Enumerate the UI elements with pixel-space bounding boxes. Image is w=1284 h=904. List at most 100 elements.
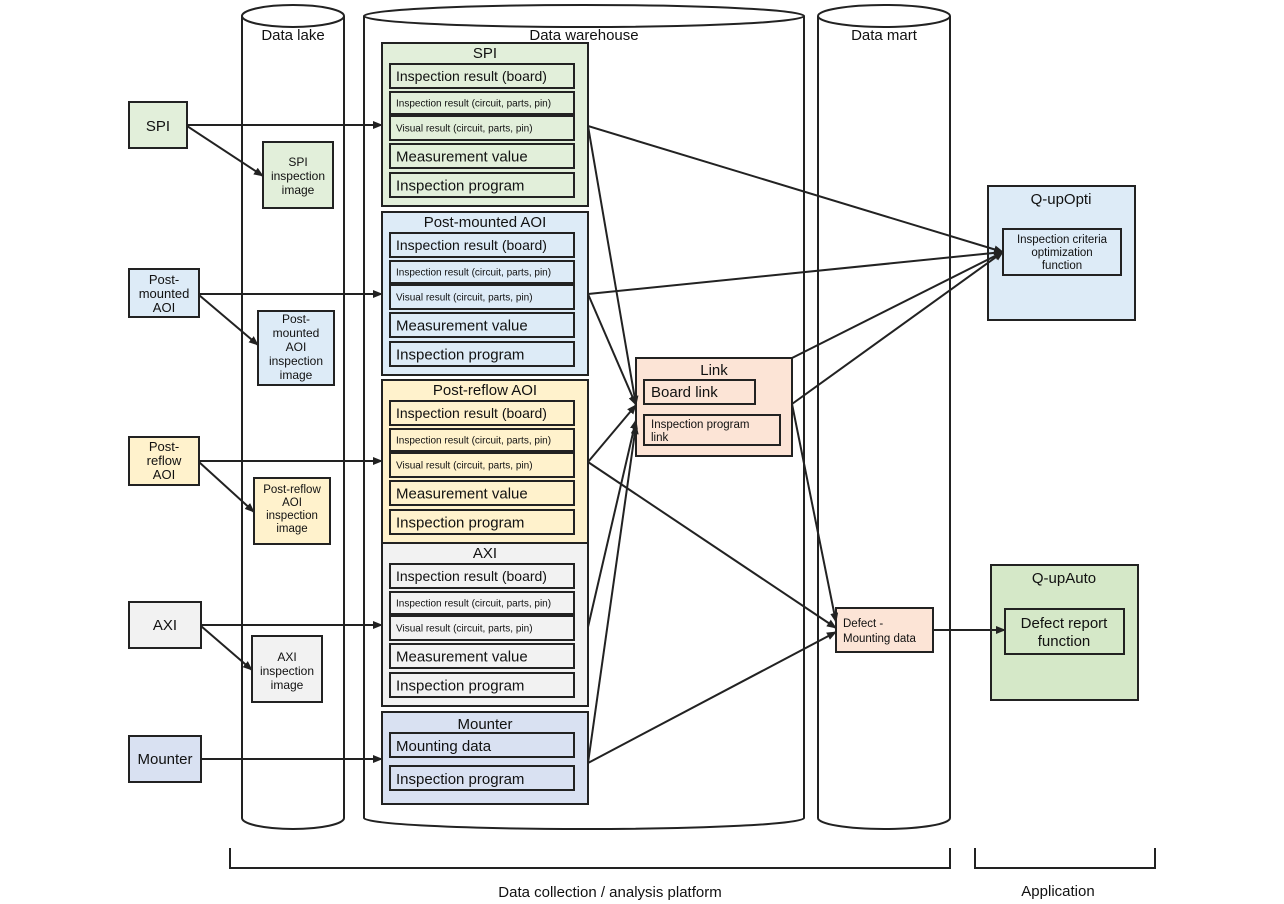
warehouse-axi-title: AXI	[473, 545, 497, 562]
arrow-praoi-to-link	[587, 404, 637, 463]
warehouse-axi-item-5	[389, 672, 575, 698]
warehouse-post-mounted-aoi-item-4-label: Measurement value	[396, 317, 528, 334]
warehouse-post-reflow-aoi-item-1-label: Inspection result (board)	[396, 405, 547, 421]
arrow-axi-to-lake	[200, 625, 253, 671]
source-post-mounted-aoi-label-line-2: mounted	[139, 286, 190, 301]
warehouse-spi-item-1-label: Inspection result (board)	[396, 68, 547, 84]
warehouse-spi-item-2-label: Inspection result (circuit, parts, pin)	[396, 99, 551, 110]
warehouse-spi-item-5-label: Inspection program	[396, 177, 524, 194]
warehouse-post-mounted-aoi-item-3-label: Visual result (circuit, parts, pin)	[396, 293, 533, 304]
warehouse-mounter-item-2-label: Inspection program	[396, 771, 524, 788]
warehouse-axi-item-1	[389, 563, 575, 589]
warehouse-post-reflow-aoi-title: Post-reflow AOI	[433, 382, 537, 399]
app-q-upauto-function-label-line-2: function	[1038, 633, 1091, 650]
source-post-mounted-aoi-label-line-3: AOI	[153, 300, 175, 315]
app-q-upopti-function-label-line-3: function	[1042, 260, 1082, 272]
lake-post-mounted-aoi-image-label-line-1: Post-	[282, 312, 310, 326]
source-axi-label: AXI	[153, 617, 177, 634]
mart-inspection-program-link-label-line-1: Inspection program	[651, 419, 749, 431]
warehouse-post-reflow-aoi-item-4	[389, 480, 575, 506]
arrow-pmaoi-to-lake	[198, 294, 259, 346]
warehouse-post-reflow-aoi-item-2	[389, 428, 575, 452]
warehouse-axi-item-1-label: Inspection result (board)	[396, 568, 547, 584]
data-mart-title: Data mart	[851, 27, 918, 44]
arrow-spi-to-q-upopti	[587, 125, 1004, 254]
warehouse-post-reflow-aoi-item-1	[389, 400, 575, 426]
warehouse-axi-item-4	[389, 643, 575, 669]
lake-post-reflow-aoi-image-label-line-1: Post-reflow	[263, 484, 321, 496]
app-q-upauto-title: Q-upAuto	[1032, 570, 1096, 587]
warehouse-mounter-item-1	[389, 732, 575, 758]
mart-inspection-program-link	[643, 414, 781, 446]
source-post-reflow-aoi-label-line-3: AOI	[153, 467, 175, 482]
warehouse-mounter-item-1-label: Mounting data	[396, 738, 492, 755]
warehouse-post-mounted-aoi-item-2-label: Inspection result (circuit, parts, pin)	[396, 268, 551, 279]
data-lake-cylinder	[241, 4, 345, 830]
warehouse-post-reflow-aoi-item-4-label: Measurement value	[396, 485, 528, 502]
warehouse-post-reflow-aoi-item-5-label: Inspection program	[396, 514, 524, 531]
arrow-spi-to-link	[587, 125, 639, 406]
lake-spi-image-label-line-2: inspection	[271, 169, 325, 183]
warehouse-spi-item-2	[389, 91, 575, 115]
app-q-upauto-function	[1004, 608, 1125, 655]
warehouse-axi-item-2-label: Inspection result (circuit, parts, pin)	[396, 599, 551, 610]
warehouse-axi-item-3	[389, 615, 575, 641]
arrow-link-top-to-q-upopti	[791, 251, 1004, 359]
arrow-spi-to-lake	[186, 125, 264, 177]
warehouse-post-mounted-aoi-item-2	[389, 260, 575, 284]
warehouse-spi-item-1	[389, 63, 575, 89]
mart-link-title: Link	[700, 362, 728, 379]
footer-platform-label: Data collection / analysis platform	[498, 884, 721, 901]
mart-inspection-program-link-label-line-2: link	[651, 432, 669, 444]
source-mounter-label: Mounter	[137, 751, 192, 768]
warehouse-mounter-title: Mounter	[457, 716, 512, 733]
mart-board-link	[643, 379, 756, 405]
source-post-reflow-aoi	[128, 436, 200, 486]
source-spi	[128, 101, 188, 149]
warehouse-post-mounted-aoi-item-1	[389, 232, 575, 258]
lake-spi-image	[262, 141, 334, 209]
arrow-mounter-to-link	[587, 424, 639, 764]
app-q-upopti-function-label-line-2: optimization	[1031, 247, 1092, 259]
warehouse-axi-item-5-label: Inspection program	[396, 677, 524, 694]
lake-post-reflow-aoi-image-label-line-4: image	[276, 523, 307, 535]
source-post-reflow-aoi-label-line-1: Post-	[149, 439, 179, 454]
warehouse-post-reflow-aoi-item-2-label: Inspection result (circuit, parts, pin)	[396, 436, 551, 447]
warehouse-spi-title: SPI	[473, 45, 497, 62]
lake-post-mounted-aoi-image	[257, 310, 335, 386]
warehouse-spi-item-3	[389, 115, 575, 141]
warehouse-spi-item-4-label: Measurement value	[396, 148, 528, 165]
source-post-mounted-aoi-label-line-1: Post-	[149, 272, 179, 287]
lake-post-mounted-aoi-image-label-line-5: image	[280, 368, 313, 382]
footer-application-label: Application	[1021, 883, 1094, 900]
arrow-mounter-to-defect	[587, 631, 837, 764]
warehouse-post-mounted-aoi-item-5-label: Inspection program	[396, 346, 524, 363]
data-lake-title: Data lake	[261, 27, 324, 44]
warehouse-mounter-item-2	[389, 765, 575, 791]
lake-post-reflow-aoi-image-label-line-2: AOI	[282, 497, 302, 509]
mart-defect-mounting-data	[835, 607, 934, 653]
mart-defect-mounting-data-label-line-1: Defect -	[843, 618, 883, 630]
warehouse-axi-item-4-label: Measurement value	[396, 648, 528, 665]
lake-axi-image-label-line-3: image	[271, 678, 304, 692]
arrow-axi-to-link	[587, 419, 638, 628]
data-mart-cylinder	[817, 4, 951, 830]
warehouse-post-mounted-aoi-title: Post-mounted AOI	[424, 214, 547, 231]
lake-spi-image-label-line-3: image	[282, 183, 315, 197]
lake-post-mounted-aoi-image-label-line-2: mounted	[273, 326, 320, 340]
warehouse-post-reflow-aoi-item-3	[389, 452, 575, 478]
warehouse-post-mounted-aoi-item-4	[389, 312, 575, 338]
app-q-upopti-title: Q-upOpti	[1031, 191, 1092, 208]
arrow-pmaoi-to-q-upopti	[587, 248, 1004, 295]
app-q-upauto-function-label-line-1: Defect report	[1021, 615, 1109, 632]
diagram-boxes	[128, 42, 1156, 869]
arrow-praoi-to-lake	[198, 461, 255, 513]
mart-board-link-label: Board link	[651, 384, 718, 401]
lake-post-mounted-aoi-image-label-line-3: AOI	[286, 340, 307, 354]
warehouse-spi-item-3-label: Visual result (circuit, parts, pin)	[396, 124, 533, 135]
lake-axi-image	[251, 635, 323, 703]
warehouse-post-mounted-aoi-item-3	[389, 284, 575, 310]
warehouse-post-mounted-aoi-item-1-label: Inspection result (board)	[396, 237, 547, 253]
